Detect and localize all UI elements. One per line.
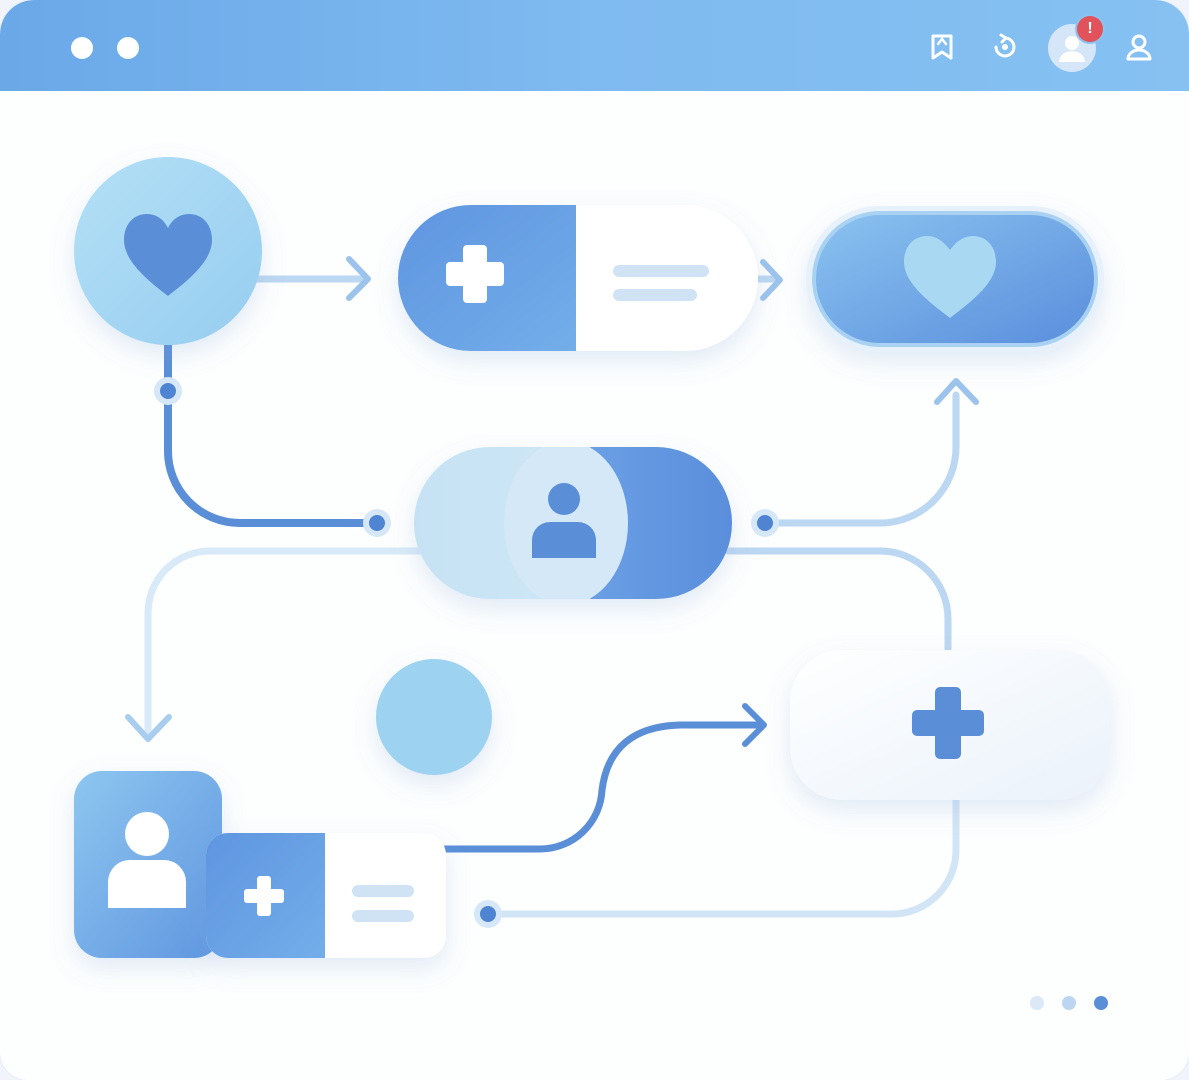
bottom-record-card[interactable] (206, 833, 446, 958)
connector-line (144, 547, 424, 739)
plus-icon (244, 876, 284, 916)
pagination-dot-active[interactable] (1094, 996, 1108, 1010)
user-outline-icon[interactable] (1122, 30, 1156, 64)
connector-lines (125, 256, 979, 918)
user-icon (532, 483, 596, 558)
pagination-dot[interactable] (1062, 996, 1076, 1010)
arrow-head (760, 259, 783, 301)
heart-icon (124, 214, 212, 296)
connector-line (436, 721, 764, 853)
avatar-icon (1059, 36, 1085, 62)
medical-record-card[interactable] (398, 205, 758, 351)
arrow-head (934, 378, 979, 405)
workflow-diagram (74, 157, 1110, 958)
connector-line (163, 341, 374, 527)
patient-toggle-node[interactable] (414, 441, 732, 605)
user-icon (108, 812, 186, 908)
window-control-dot[interactable] (117, 37, 139, 59)
heart-icon (904, 236, 996, 318)
plus-icon (912, 687, 984, 759)
plus-icon (446, 245, 504, 303)
pagination-dot[interactable] (1030, 996, 1044, 1010)
arrow-head (346, 256, 371, 301)
patient-card-node[interactable] (74, 771, 222, 958)
refresh-icon[interactable] (988, 30, 1022, 64)
text-lines-icon (352, 885, 414, 922)
plus-card-node[interactable] (790, 650, 1110, 800)
connector-line (766, 391, 960, 527)
arrow-head (125, 714, 172, 742)
title-bar: ! (0, 0, 1189, 91)
connector-dots (154, 377, 779, 928)
heart-circle-node[interactable] (74, 157, 262, 345)
text-lines-icon (613, 265, 709, 301)
arrow-head (742, 703, 767, 747)
notification-badge: ! (1077, 16, 1103, 42)
connector-line (724, 547, 952, 654)
connector-line (496, 796, 960, 918)
bookmark-icon[interactable] (925, 30, 959, 64)
plain-circle-node[interactable] (376, 659, 492, 775)
window-control-dot[interactable] (71, 37, 93, 59)
heart-pill-node[interactable] (806, 206, 1104, 352)
